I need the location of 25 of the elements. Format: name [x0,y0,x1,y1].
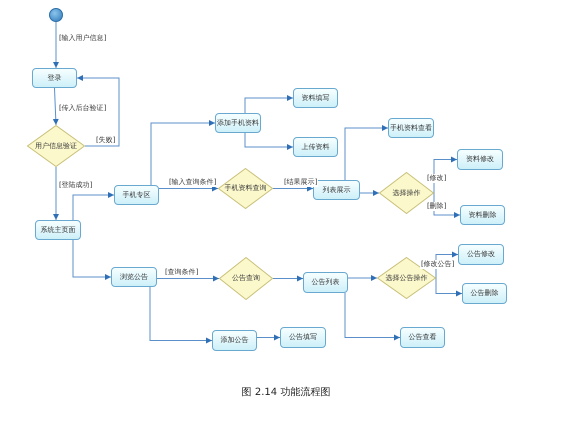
arrow [344,125,388,180]
arrow [156,276,220,282]
arrow [434,156,458,194]
arrow [150,286,212,344]
arrow [436,252,458,278]
arrow [360,190,380,196]
arrow [436,278,462,296]
arrow [53,22,59,68]
arrow [434,192,460,218]
arrow [52,88,59,126]
arrow [348,275,378,281]
caption: 图 2.14 功能流程图 [242,387,330,398]
arrow [344,292,400,340]
arrow [256,334,280,340]
arrow [150,120,216,186]
arrow [244,132,294,150]
arrow [72,240,112,280]
arrow [244,95,294,114]
arrow [53,166,59,220]
arrow [272,186,314,192]
arrow [76,75,120,146]
start-circle [49,8,63,22]
arrow [72,192,114,220]
arrow [158,186,218,192]
arrow [272,276,304,282]
